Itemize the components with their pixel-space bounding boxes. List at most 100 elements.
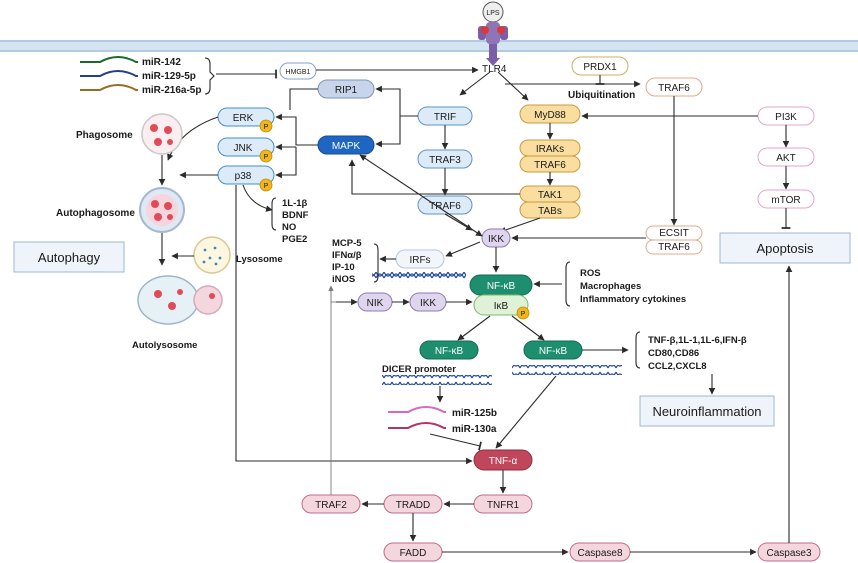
traf6-trif-label: TRAF6 xyxy=(429,201,461,212)
trif-to-rip1 xyxy=(375,85,401,116)
ikb-node xyxy=(473,294,529,316)
autophagy-label: Autophagy xyxy=(38,250,101,265)
traf2-label: TRAF2 xyxy=(315,500,347,511)
cytokine-line-3: CCL2,CXCL8 xyxy=(648,361,707,372)
phospho-jnk-icon xyxy=(259,149,273,163)
nfkb-left-node xyxy=(419,340,479,360)
lps-label: LPS xyxy=(486,10,500,17)
akt-label: AKT xyxy=(776,153,795,164)
tlr4-label: TLR4 xyxy=(482,64,507,75)
cytokines-brace xyxy=(635,331,641,369)
phospho-erk-label: P xyxy=(264,124,269,131)
caspase3-label: Caspase3 xyxy=(766,548,811,559)
nfkb-left-label: NF-κB xyxy=(435,346,464,357)
traf6-right-label: TRAF6 xyxy=(658,83,690,94)
mapk-to-erk xyxy=(275,113,318,146)
lysosome-label: Lysosome xyxy=(236,254,283,265)
fadd-label: FADD xyxy=(400,548,427,559)
ecsit-label: ECSIT xyxy=(659,228,688,239)
autophagosome-label: Autophagosome xyxy=(56,208,135,219)
dicer-label: DICER promoter xyxy=(382,364,456,375)
mtor-label: mTOR xyxy=(771,195,800,206)
phospho-erk-icon xyxy=(259,119,273,133)
p38-output-bdnf: BDNF xyxy=(282,210,309,221)
tlr4-receptor-icon xyxy=(478,1,508,66)
mapk-to-p38 xyxy=(275,147,297,179)
tnfa-label: TNF-α xyxy=(489,456,518,467)
tabs-label: TABs xyxy=(538,206,562,217)
pi3k-label: PI3K xyxy=(775,112,797,123)
neuroinflammation-label: Neuroinflammation xyxy=(652,404,761,419)
phospho-ikb-icon xyxy=(516,306,530,320)
irfs-label: IRFs xyxy=(409,255,430,266)
tradd-label: TRADD xyxy=(396,500,430,511)
irf-output-mcp5: MCP-5 xyxy=(332,238,362,249)
p38-to-tnfa xyxy=(235,185,473,465)
nfkb-right-dna-icon xyxy=(512,365,622,375)
nfkb-input-macrophages: Macrophages xyxy=(580,281,641,292)
iraks-label: IRAKs xyxy=(536,144,564,155)
p38-to-outputs xyxy=(242,184,273,212)
rip1-connector xyxy=(289,88,318,110)
autolysosome-label: Autolysosome xyxy=(132,340,197,351)
tak1-to-ikk xyxy=(499,217,541,234)
apoptosis-box xyxy=(719,232,851,264)
autophagosome-icon xyxy=(139,187,185,233)
mirna-brace xyxy=(204,57,215,95)
mirna-216a-label: miR-216a-5p xyxy=(142,85,201,96)
mirna-129-label: miR-129-5p xyxy=(142,71,196,82)
ubiquitination-label: Ubiquitination xyxy=(568,90,635,101)
phagosome-icon xyxy=(141,113,183,155)
nfkb-input-cytokines: Inflammatory cytokines xyxy=(580,294,686,305)
apoptosis-label: Apoptosis xyxy=(756,241,814,256)
tlr4-to-myd88 xyxy=(497,71,529,101)
erk-to-autophagosome xyxy=(167,116,219,161)
mirna-mid-icons xyxy=(388,406,446,429)
erk-label: ERK xyxy=(233,113,254,124)
p38-output-il1b: 1L-1β xyxy=(282,198,308,209)
irf-output-ifn: IFNα/β xyxy=(332,250,362,261)
mapk-ikk-link xyxy=(359,154,483,237)
irf-output-ip10: IP-10 xyxy=(332,262,355,273)
traf6-ecsit-node xyxy=(645,239,703,255)
trif-to-mapk xyxy=(375,115,418,148)
trif-label: TRIF xyxy=(434,112,456,123)
phospho-jnk-label: P xyxy=(264,154,269,161)
ikk-label: IKK xyxy=(488,234,504,245)
prdx1-label: PRDX1 xyxy=(583,62,617,73)
nfkb-right-label: NF-κB xyxy=(539,346,568,357)
jnk-label: JNK xyxy=(234,143,253,154)
jnk-node xyxy=(217,137,275,157)
traf6-ecsit-label: TRAF6 xyxy=(658,242,690,253)
ikk-to-irfs xyxy=(445,241,481,257)
traf3-label: TRAF3 xyxy=(429,155,461,166)
cytokine-line-2: CD80,CD86 xyxy=(648,348,699,359)
cell-membrane xyxy=(0,40,858,52)
nfkb-main-label: NF-κB xyxy=(487,281,516,292)
mirna-125b-label: miR-125b xyxy=(452,408,497,419)
tnfr1-label: TNFR1 xyxy=(487,500,520,511)
nik-label: NIK xyxy=(367,298,384,309)
ikk2-label: IKK xyxy=(420,298,436,309)
neuroinflammation-box xyxy=(639,395,775,427)
ikb-label: IκB xyxy=(494,301,509,312)
tabs-node xyxy=(519,201,581,219)
traf6-to-ikk xyxy=(444,213,473,231)
tlr4-to-trif xyxy=(459,71,491,96)
myd88-label: MyD88 xyxy=(534,110,566,121)
hmgb1-label: HMGB1 xyxy=(286,69,311,76)
nfkb-input-ros: ROS xyxy=(580,268,601,279)
irf-output-inos: iNOS xyxy=(332,274,355,285)
p38-label: p38 xyxy=(235,171,252,182)
mirna-130a-label: miR-130a xyxy=(452,424,497,435)
nfkb-to-tnfa xyxy=(495,375,557,449)
phospho-ikb-label: P xyxy=(521,311,526,318)
rip1-label: RIP1 xyxy=(335,85,358,96)
ikb-to-nfkb-right xyxy=(511,315,545,341)
cytokine-line-1: TNF-β,1L-1,1L-6,IFN-β xyxy=(648,335,747,346)
phospho-p38-icon xyxy=(259,178,273,192)
tak1-label: TAK1 xyxy=(538,190,563,201)
irfs-dna-icon xyxy=(372,272,466,282)
irfs-outputs-brace xyxy=(373,243,379,283)
